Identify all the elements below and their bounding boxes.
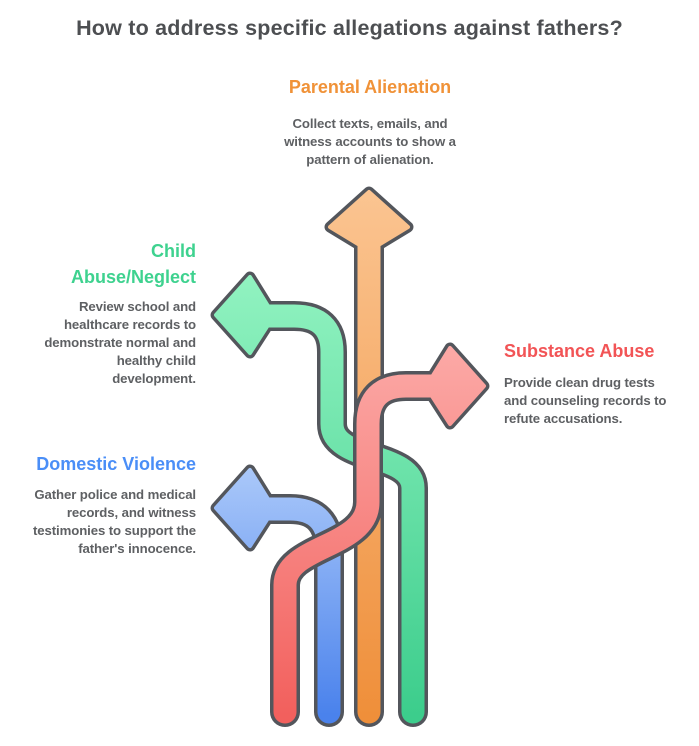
left-arrowhead-icon (214, 468, 270, 548)
body-line: healthcare records to (63, 317, 196, 332)
body-line: Review school and (78, 299, 196, 314)
up-arrowhead-icon (328, 190, 410, 246)
section-heading-child-abuse-neglect: Child (151, 241, 196, 261)
section-domestic-violence: Domestic Violence Gather police and medi… (6, 453, 196, 558)
body-line: witness accounts to show a (284, 134, 456, 149)
section-heading-substance-abuse: Substance Abuse (504, 341, 655, 361)
section-body: Gather police and medical records, and w… (6, 486, 196, 558)
body-line: healthy child (116, 353, 196, 368)
body-line: testimonies to support the (33, 523, 196, 538)
body-line: Collect texts, emails, and (292, 116, 448, 131)
section-child-abuse-neglect: Child Abuse/Neglect Review school and he… (6, 238, 196, 388)
red-arrow-shaft (273, 374, 449, 724)
right-arrowhead-icon (430, 346, 486, 426)
section-substance-abuse: Substance Abuse Provide clean drug tests… (504, 340, 689, 428)
section-body: Review school and healthcare records to … (6, 298, 196, 388)
substance-abuse-arrow (270, 342, 490, 727)
body-line: and counseling records to (504, 393, 667, 408)
section-heading-parental-alienation: Parental Alienation (288, 77, 452, 97)
body-line: Gather police and medical (34, 487, 196, 502)
left-arrowhead-icon (214, 275, 270, 355)
body-line: Provide clean drug tests (504, 375, 655, 390)
green-arrow-shaft (250, 304, 425, 724)
body-line: pattern of alienation. (306, 152, 434, 167)
section-heading-child-abuse-neglect: Abuse/Neglect (70, 267, 196, 287)
body-line: father's innocence. (78, 541, 196, 556)
section-body: Provide clean drug tests and counseling … (504, 374, 689, 428)
child-abuse-neglect-arrow (210, 271, 428, 727)
body-line: development. (112, 371, 196, 386)
page-title: How to address specific allegations agai… (76, 16, 623, 40)
section-parental-alienation: Parental Alienation Collect texts, email… (240, 76, 500, 169)
body-line: records, and witness (66, 505, 196, 520)
body-line: refute accusations. (504, 411, 623, 426)
body-line: demonstrate normal and (44, 335, 196, 350)
section-body: Collect texts, emails, and witness accou… (240, 115, 500, 169)
section-heading-domestic-violence: Domestic Violence (36, 454, 196, 474)
